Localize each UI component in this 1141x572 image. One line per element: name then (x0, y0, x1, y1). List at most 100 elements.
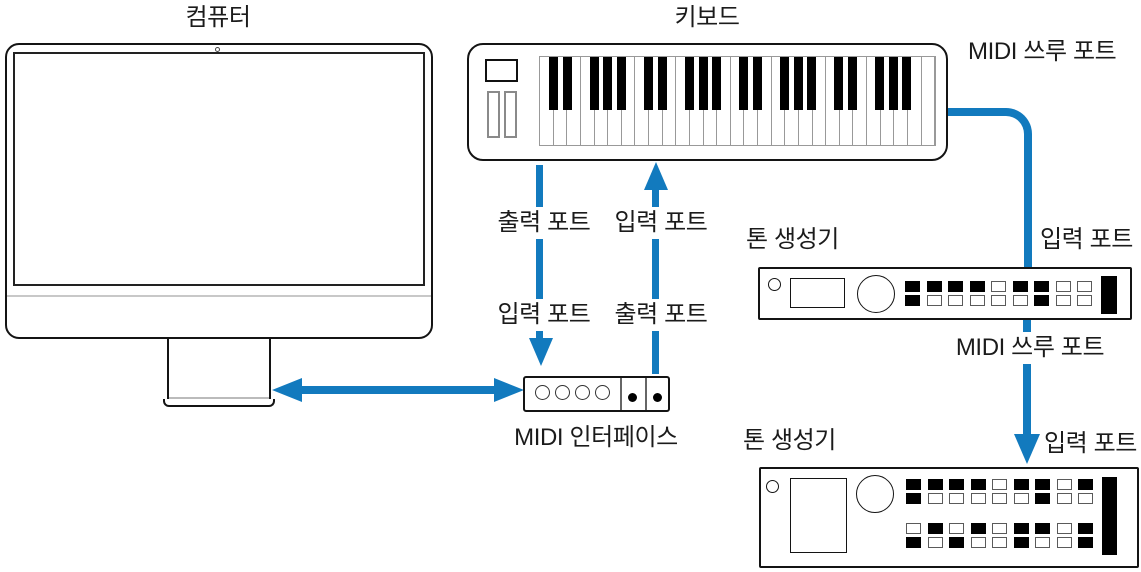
device-button (992, 537, 1007, 548)
black-key (847, 57, 857, 110)
device-button (949, 523, 964, 534)
arrow-right-icon (494, 378, 524, 402)
device-button (949, 493, 964, 504)
device-button (1055, 281, 1071, 292)
device-button (992, 479, 1007, 490)
device-button (970, 523, 986, 534)
knob-icon (856, 475, 894, 513)
device-button (1034, 295, 1049, 306)
device-button (1035, 479, 1050, 490)
keyboard-input-cable (652, 186, 659, 374)
device-button (949, 537, 964, 548)
device-button (970, 479, 986, 490)
tone-generator-label: 톤 생성기 (743, 427, 836, 454)
device-button (948, 295, 963, 306)
device-button (1013, 479, 1029, 490)
device-display (790, 278, 845, 308)
pitch-wheel (487, 91, 500, 138)
device-button (906, 493, 921, 504)
arrow-left-icon (272, 378, 302, 402)
midi-jack-icon (555, 385, 570, 400)
device-button (991, 295, 1006, 306)
device-button (905, 281, 920, 292)
midi-thru-port-label: MIDI 쓰루 포트 (944, 332, 1116, 364)
device-button (1013, 537, 1029, 548)
midi-interface-label: MIDI 인터페이스 (514, 424, 678, 451)
tone-generator-label: 톤 생성기 (746, 226, 839, 253)
black-key (684, 57, 694, 110)
tone-generator-1 (758, 267, 1132, 320)
device-button (1056, 523, 1072, 534)
arrow-down-icon (529, 338, 553, 366)
device-button (969, 281, 985, 292)
device-button (1012, 295, 1028, 306)
device-button (1013, 493, 1029, 504)
black-key (807, 57, 817, 110)
computer-label: 컴퓨터 (185, 4, 251, 31)
black-key (888, 57, 898, 110)
button-grid (906, 479, 1093, 507)
device-display (790, 478, 847, 553)
tone-generator-2 (759, 467, 1139, 568)
camera-dot-icon (215, 47, 220, 52)
device-button (926, 295, 942, 306)
midi-jack-icon (595, 385, 610, 400)
device-button (1078, 493, 1093, 504)
black-key (793, 57, 803, 110)
panel-divider (620, 378, 622, 410)
device-button (1056, 493, 1072, 504)
input-port-label: 입력 포트 (1040, 226, 1133, 253)
output-port-label: 출력 포트 (486, 207, 602, 239)
midi-jack-icon (535, 385, 550, 400)
port-dot-icon (653, 393, 662, 402)
black-key (712, 57, 722, 110)
device-button (926, 281, 942, 292)
device-button (1078, 479, 1093, 490)
midi-keyboard (467, 43, 948, 161)
device-button (906, 479, 921, 490)
button-grid (906, 523, 1093, 551)
device-button (1055, 295, 1071, 306)
black-key (698, 57, 708, 110)
computer-stand (167, 339, 271, 400)
device-button (992, 523, 1007, 534)
black-key (562, 57, 572, 110)
mod-wheel (504, 91, 517, 138)
black-key (780, 57, 790, 110)
input-port-label: 입력 포트 (486, 299, 602, 331)
midi-thru-cable-tone-generators (1023, 318, 1031, 440)
computer-foot (163, 399, 275, 407)
keyboard-label: 키보드 (674, 4, 740, 31)
midi-interface (523, 376, 670, 412)
device-button (905, 295, 920, 306)
black-key (875, 57, 885, 110)
piano-keys (539, 56, 936, 146)
device-button (1078, 523, 1093, 534)
black-key (603, 57, 613, 110)
arrow-down-icon (1014, 434, 1040, 464)
device-button (927, 523, 943, 534)
device-button (1078, 537, 1093, 548)
device-button (1056, 479, 1072, 490)
black-key (644, 57, 654, 110)
midi-thru-port-label: MIDI 쓰루 포트 (968, 38, 1117, 65)
device-button (949, 479, 964, 490)
device-button (927, 493, 943, 504)
device-button (1034, 281, 1049, 292)
black-key (739, 57, 749, 110)
led-icon (768, 278, 781, 291)
keyboard-display (485, 59, 518, 82)
device-button (969, 295, 985, 306)
device-button (1077, 295, 1092, 306)
device-button (1077, 281, 1092, 292)
output-port-label: 출력 포트 (603, 299, 719, 331)
computer-foot-edge (169, 397, 269, 399)
port-dot-icon (628, 393, 637, 402)
device-button (1035, 523, 1050, 534)
device-button (1013, 523, 1029, 534)
black-key (589, 57, 599, 110)
black-key (617, 57, 627, 110)
input-port-label: 입력 포트 (603, 207, 719, 239)
device-button (1035, 493, 1050, 504)
